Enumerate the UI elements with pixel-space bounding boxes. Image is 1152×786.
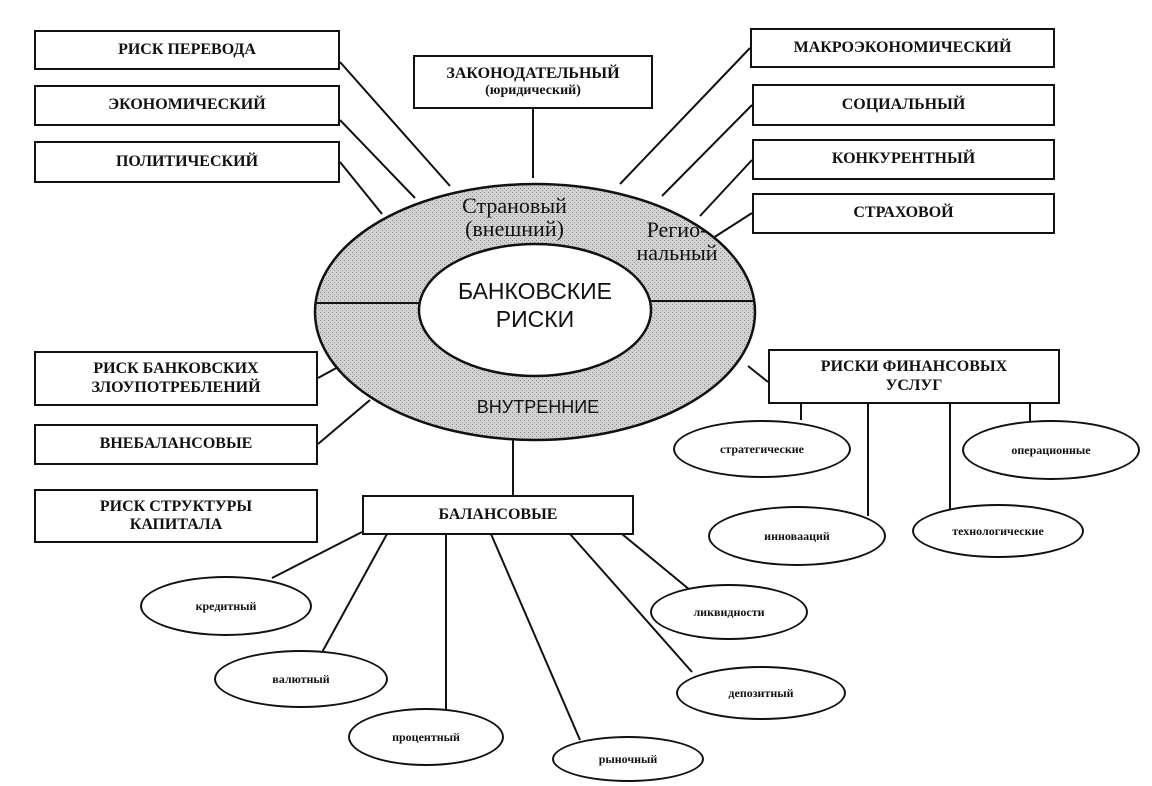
box-legislative-label: ЗАКОНОДАТЕЛЬНЫЙ [446,64,620,82]
oval-liquidity: ликвидности [650,584,808,640]
box-financial-services-line2: УСЛУГ [885,376,943,394]
oval-interest-label: процентный [392,729,460,744]
center-ellipse [417,242,653,378]
oval-currency: валютный [214,650,388,708]
regional-risk-label-line2: нальный [636,240,718,266]
oval-technological-label: технологические [952,523,1044,538]
box-competitive-label: КОНКУРЕНТНЫЙ [831,150,976,168]
box-capital-structure-line2: КАПИТАЛА [129,516,223,533]
regional-risk-label-line1: Регио- [646,217,708,242]
country-risk-label-line2: (внешний) [465,216,564,242]
oval-currency-label: валютный [272,671,330,686]
box-financial-services: РИСКИ ФИНАНСОВЫХ УСЛУГ [768,349,1060,404]
box-economic-label: ЭКОНОМИЧЕСКИЙ [108,96,266,114]
oval-strategic-label: стратегические [719,441,805,456]
banking-risks-title-line2: РИСКИ [495,305,575,332]
box-off-balance-label: ВНЕБАЛАНСОВЫЕ [99,435,253,453]
connector-social [661,104,753,197]
connector-economic [339,119,416,199]
oval-interest: процентный [348,708,504,766]
country-risk-label-line1: Страновый [462,193,567,218]
box-transfer-risk: РИСК ПЕРЕВОДА [34,30,340,70]
connector-insurance [712,212,753,239]
box-macroeconomic: МАКРОЭКОНОМИЧЕСКИЙ [750,28,1055,68]
oval-credit-label: кредитный [195,598,257,613]
connector-competitive [699,159,753,217]
internal-risk-label: ВНУТРЕННИЕ [476,397,600,417]
box-balance-label: БАЛАНСОВЫЕ [438,505,558,523]
box-off-balance: ВНЕБАЛАНСОВЫЕ [34,424,318,465]
oval-operational: операционные [962,420,1140,480]
box-banking-abuse-line1: РИСК БАНКОВСКИХ [93,360,259,378]
box-financial-services-line1: РИСКИ ФИНАНСОВЫХ [820,358,1008,376]
box-political: ПОЛИТИЧЕСКИЙ [34,141,340,183]
box-balance: БАЛАНСОВЫЕ [362,495,634,535]
regional-risk-label: Регио- нальный [622,218,732,264]
connector-macro [619,47,751,185]
box-legislative-sublabel: (юридический) [485,83,581,99]
oval-innovation: инновааций [708,506,886,566]
oval-market-label: рыночный [598,751,658,766]
banking-risks-title-line1: БАНКОВСКИЕ [457,278,613,304]
box-competitive: КОНКУРЕНТНЫЙ [752,139,1055,180]
oval-strategic: стратегические [673,420,851,478]
banking-risks-title: БАНКОВСКИЕ РИСКИ [425,278,645,333]
box-banking-abuse: РИСК БАНКОВСКИХ ЗЛОУПОТРЕБЛЕНИЙ [34,351,318,406]
box-transfer-risk-label: РИСК ПЕРЕВОДА [118,40,256,58]
box-insurance: СТРАХОВОЙ [752,193,1055,234]
box-political-label: ПОЛИТИЧЕСКИЙ [115,152,259,170]
connector-political [339,161,383,215]
oval-liquidity-label: ликвидности [693,604,765,619]
oval-operational-label: операционные [1011,442,1091,457]
box-legislative: ЗАКОНОДАТЕЛЬНЫЙ (юридический) [413,55,653,109]
oval-credit: кредитный [140,576,312,636]
box-banking-abuse-line2: ЗЛОУПОТРЕБЛЕНИЙ [91,378,261,396]
oval-innovation-label: инновааций [764,528,830,543]
box-macroeconomic-label: МАКРОЭКОНОМИЧЕСКИЙ [793,38,1012,56]
connector-fin-services [747,365,769,383]
connector-offbalance [317,399,371,445]
oval-technological: технологические [912,504,1084,558]
country-risk-label: Страновый (внешний) [442,194,587,240]
connector-transfer [339,61,451,187]
box-economic: ЭКОНОМИЧЕСКИЙ [34,85,340,126]
oval-deposit-label: депозитный [728,685,794,700]
box-capital-structure: РИСК СТРУКТУРЫ КАПИТАЛА [34,489,318,543]
box-social-label: СОЦИАЛЬНЫЙ [841,95,966,113]
box-capital-structure-line1: РИСК СТРУКТУРЫ [99,497,253,515]
oval-deposit: депозитный [676,666,846,720]
box-insurance-label: СТРАХОВОЙ [853,204,954,222]
box-social: СОЦИАЛЬНЫЙ [752,84,1055,126]
oval-market: рыночный [552,736,704,782]
